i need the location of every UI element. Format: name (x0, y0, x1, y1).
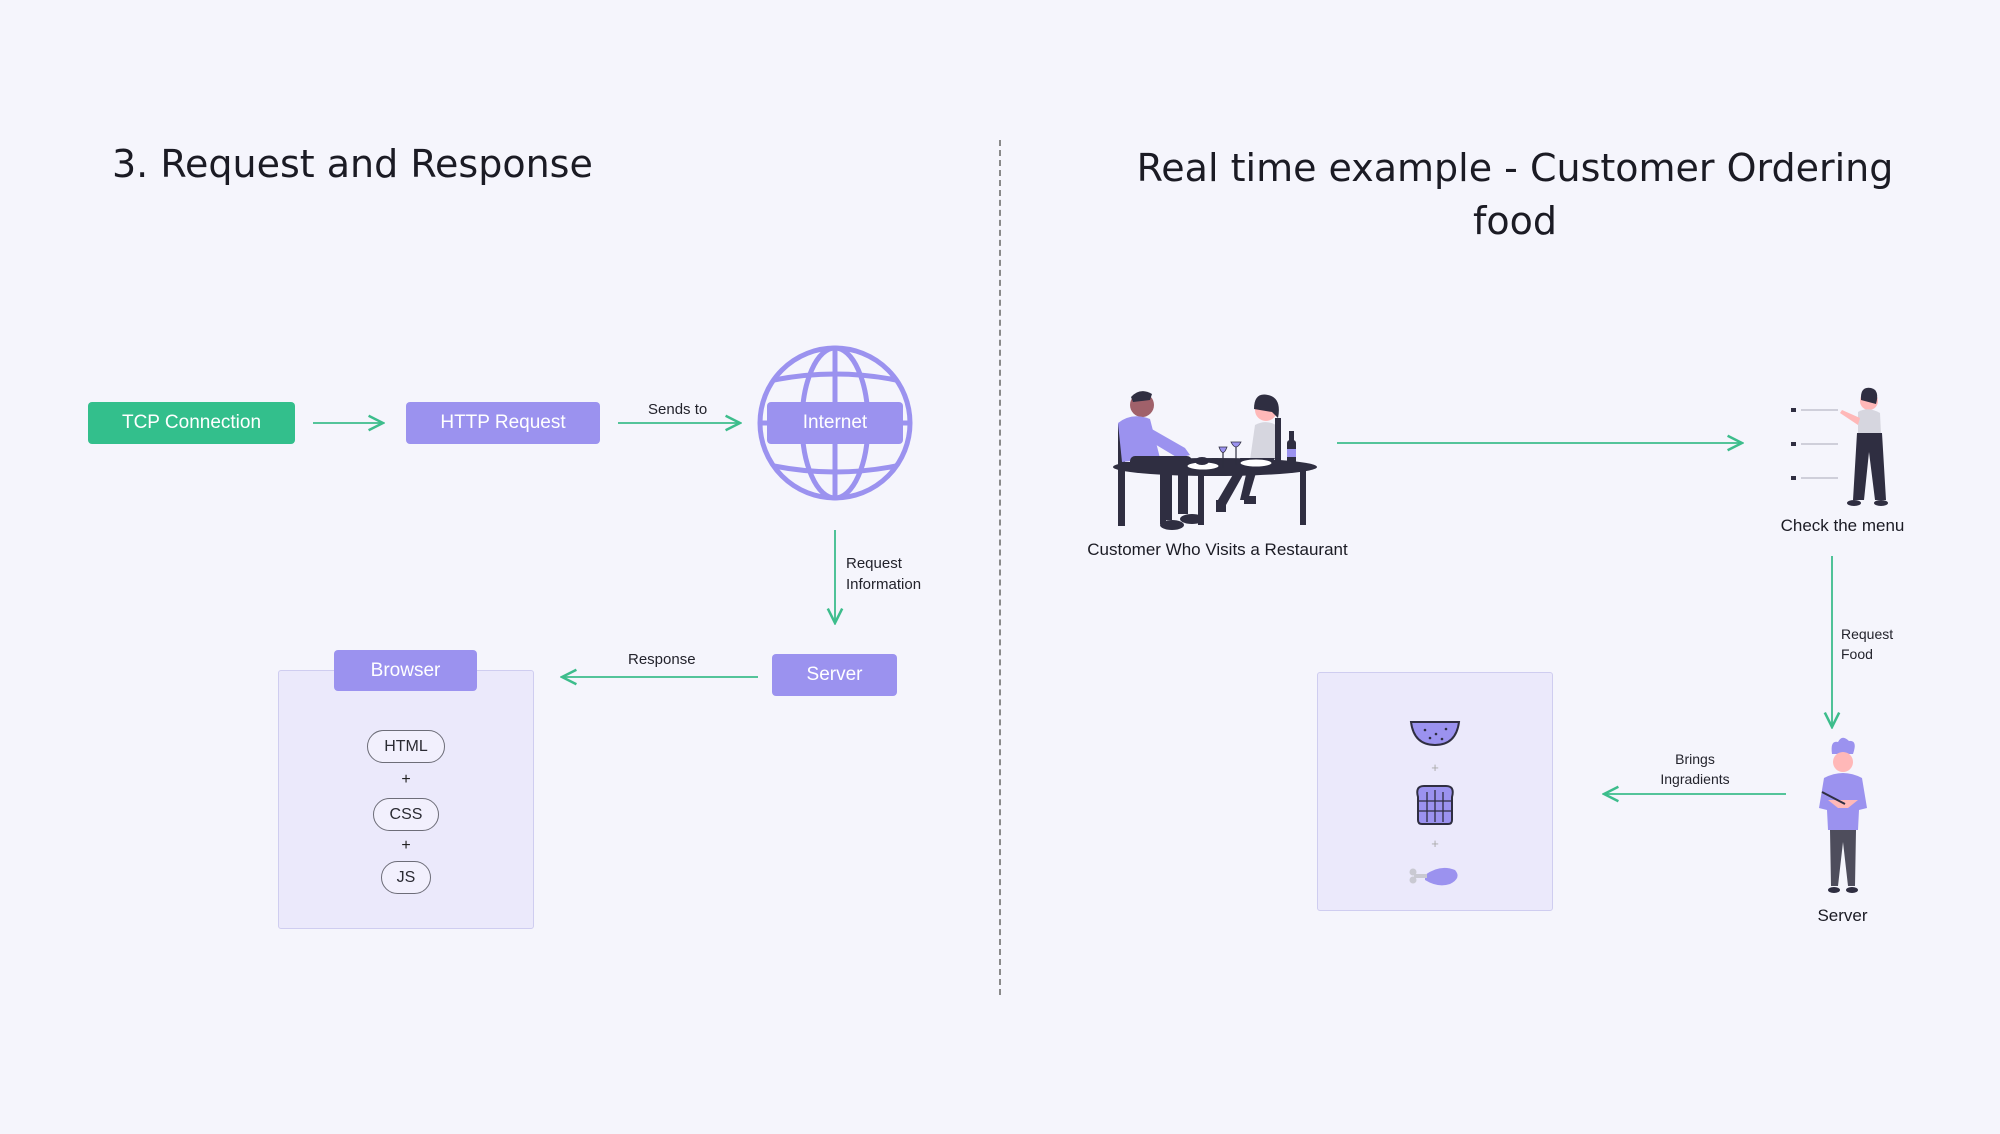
css-pill: CSS (373, 798, 439, 831)
server-box: Server (772, 654, 897, 696)
right-title: Real time example - Customer Ordering fo… (1136, 146, 1894, 243)
menu-board-icon (1791, 387, 1888, 506)
response-label: Response (628, 651, 696, 668)
http-request-box: HTTP Request (406, 402, 600, 444)
js-pill: JS (381, 861, 431, 894)
drumstick-icon (1409, 867, 1458, 886)
plus-sign: + (401, 771, 411, 788)
restaurant-couple-icon (1113, 391, 1317, 530)
brings-ingredients-label: Brings Ingradients (1660, 751, 1730, 787)
internet-box: Internet (767, 402, 903, 444)
browser-box: Browser (334, 650, 477, 691)
server-caption: Server (1817, 906, 1868, 925)
tcp-connection-box: TCP Connection (88, 402, 295, 444)
plus-sign: + (1431, 760, 1439, 775)
customer-caption: Customer Who Visits a Restaurant (1087, 540, 1348, 559)
section-divider (999, 140, 1001, 995)
request-information-label: Request Information (846, 555, 922, 593)
bread-icon (1416, 785, 1454, 825)
bowl-icon (1409, 721, 1461, 747)
plus-sign: + (401, 837, 411, 854)
plus-sign: + (1431, 836, 1439, 851)
chef-icon (1819, 737, 1867, 893)
sends-to-label: Sends to (648, 401, 708, 418)
left-title: 3. Request and Response (112, 142, 593, 186)
menu-caption: Check the menu (1780, 516, 1905, 535)
html-pill: HTML (367, 730, 445, 763)
request-food-label: Request Food (1841, 626, 1894, 662)
